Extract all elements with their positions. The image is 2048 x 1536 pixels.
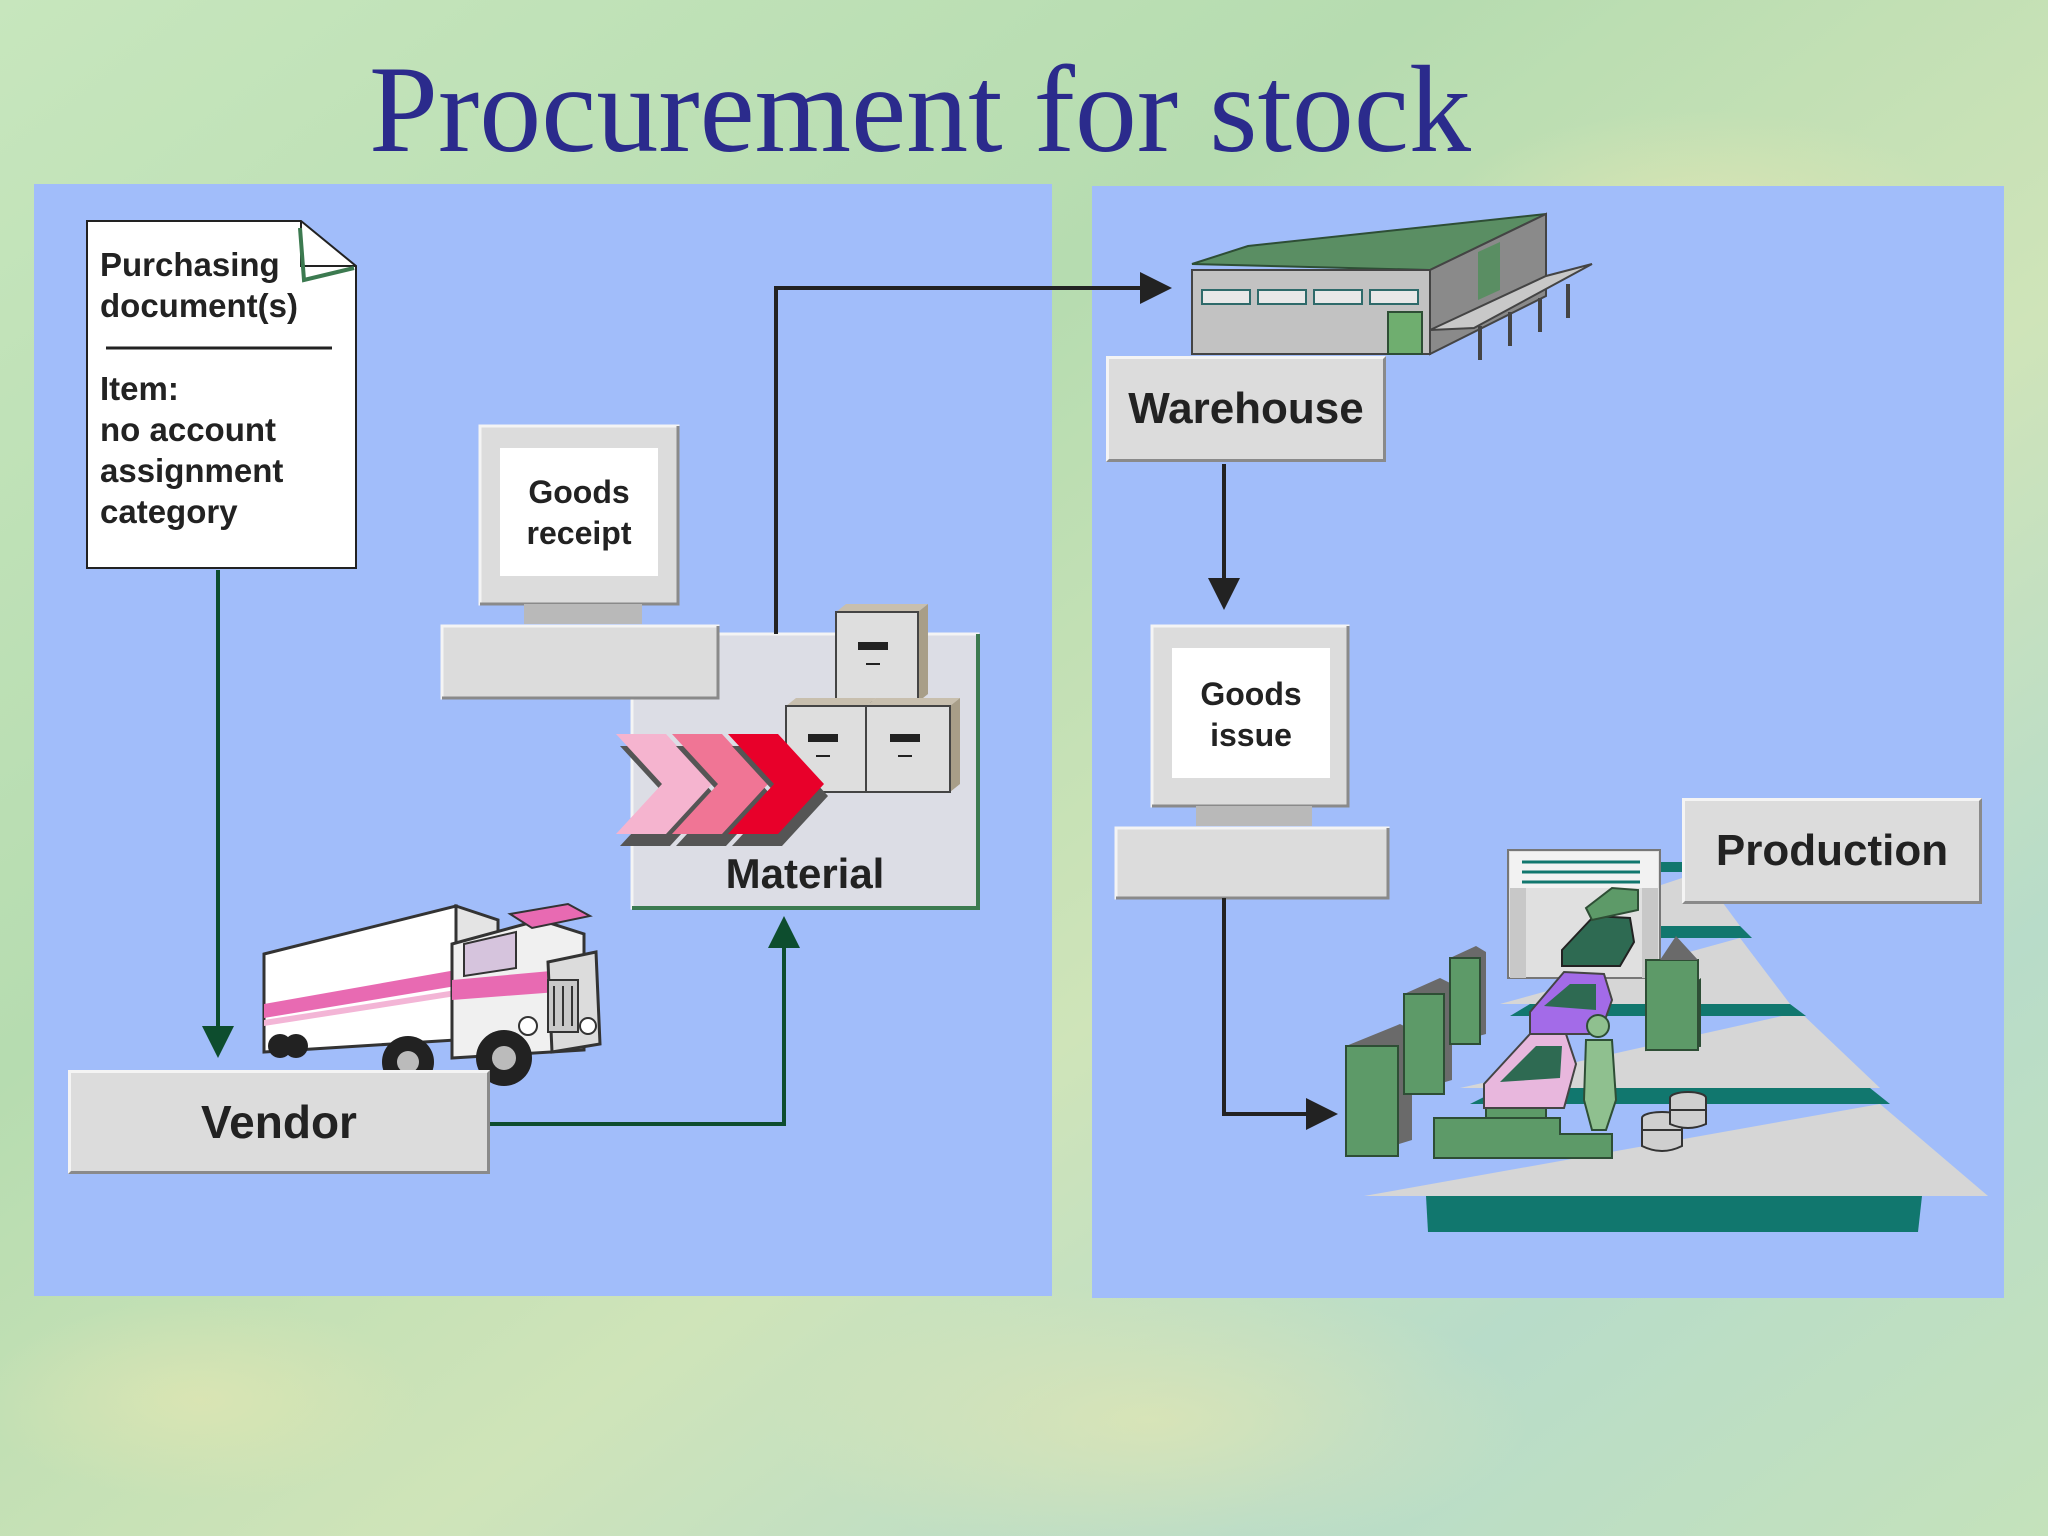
doc-title-line1: Purchasing (100, 246, 280, 283)
slide-title: Procurement for stock (369, 41, 1471, 178)
doc-item-line3: category (100, 493, 238, 530)
goods-issue-screen: Goods issue (1172, 648, 1330, 778)
goods-issue-label-line2: issue (1210, 717, 1292, 753)
goods-issue-label-line1: Goods (1200, 676, 1302, 712)
doc-item-line2: assignment (100, 452, 284, 489)
document-icon (86, 220, 357, 569)
goods-receipt-label-line1: Goods (528, 474, 630, 510)
goods-receipt-screen: Goods receipt (500, 448, 658, 576)
vendor-label: Vendor (68, 1070, 490, 1174)
doc-title-line2: document(s) (100, 287, 298, 324)
goods-receipt-label-line2: receipt (526, 515, 632, 551)
doc-item-line1: no account (100, 411, 277, 448)
warehouse-label: Warehouse (1106, 356, 1386, 462)
doc-item-label: Item: (100, 370, 179, 407)
material-label: Material (725, 850, 885, 897)
purchasing-document: Purchasing document(s) Item: no account … (86, 220, 358, 570)
production-label: Production (1682, 798, 1982, 904)
